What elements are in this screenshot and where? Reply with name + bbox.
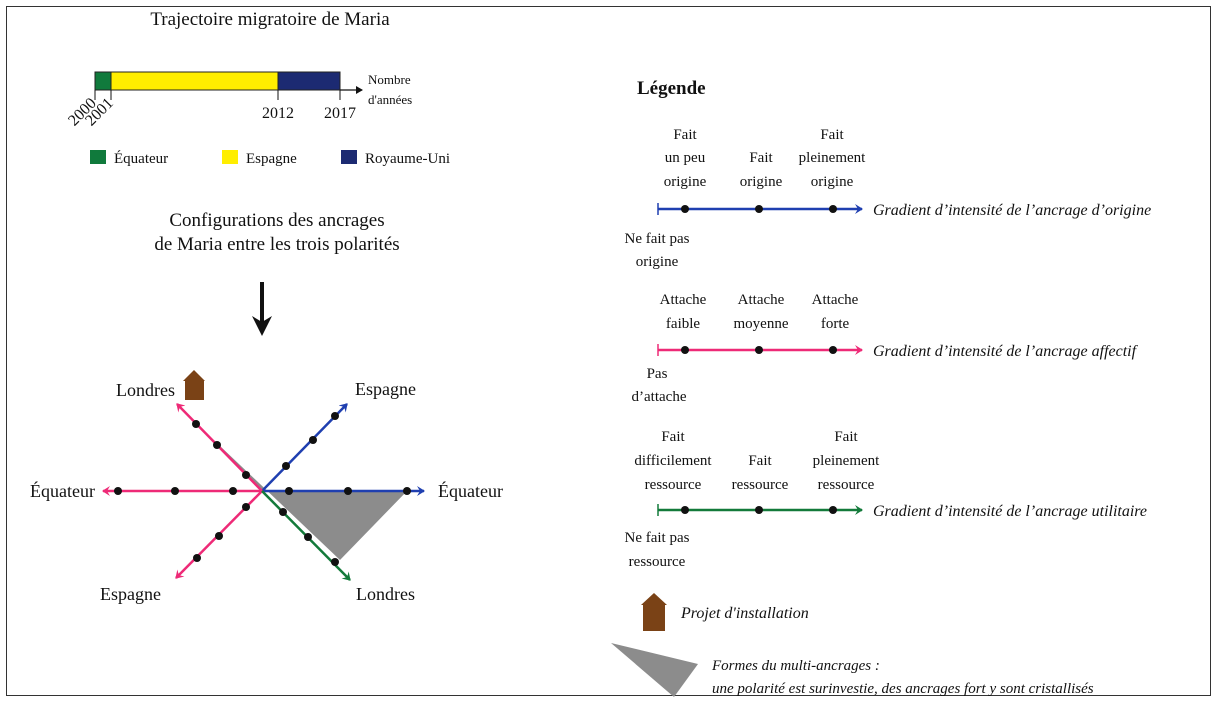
dot xyxy=(344,487,352,495)
dot xyxy=(285,487,293,495)
legend-label-royaume-uni: Royaume-Uni xyxy=(365,151,450,167)
multi-anchor-diagram xyxy=(102,370,425,581)
origine-label-3c: origine xyxy=(811,174,854,190)
figure-frame xyxy=(6,6,1211,696)
legend-swatch-equateur xyxy=(90,150,106,164)
utilitaire-label-start-a: Ne fait pas xyxy=(625,530,690,546)
legend-label-espagne: Espagne xyxy=(246,151,297,167)
dot xyxy=(304,533,312,541)
dot xyxy=(755,346,763,354)
affectif-label-1a: Attache xyxy=(660,292,707,308)
timeline-bar xyxy=(94,71,363,100)
dot xyxy=(171,487,179,495)
dot xyxy=(403,487,411,495)
dot xyxy=(755,506,763,514)
gradient-origine xyxy=(657,203,863,215)
origine-label-2a: Fait xyxy=(749,150,773,166)
dot xyxy=(681,346,689,354)
timeline-legend: Équateur Espagne Royaume-Uni xyxy=(90,150,450,167)
dot xyxy=(229,487,237,495)
dot xyxy=(829,506,837,514)
dot xyxy=(279,508,287,516)
dot xyxy=(242,503,250,511)
affectif-label-3a: Attache xyxy=(812,292,859,308)
affectif-label-2b: moyenne xyxy=(734,316,789,332)
gradient-utilitaire xyxy=(657,504,863,516)
origine-label-1c: origine xyxy=(664,174,707,190)
dot xyxy=(309,436,317,444)
dot xyxy=(829,346,837,354)
legend-swatch-espagne xyxy=(222,150,238,164)
origine-label-1a: Fait xyxy=(673,127,697,143)
origine-label-2b: origine xyxy=(740,174,783,190)
house-icon xyxy=(183,370,205,400)
utilitaire-caption: Gradient d’intensité de l’ancrage utilit… xyxy=(873,503,1147,520)
formes-label-line1: Formes du multi-ancrages : xyxy=(711,658,880,674)
dot xyxy=(215,532,223,540)
affectif-label-2a: Attache xyxy=(738,292,785,308)
dot xyxy=(681,205,689,213)
bar-segment-espagne xyxy=(110,71,279,91)
label-londres-top: Londres xyxy=(116,380,175,400)
origine-caption: Gradient d’intensité de l’ancrage d’orig… xyxy=(873,202,1151,219)
down-arrow xyxy=(252,282,272,336)
utilitaire-label-3a: Fait xyxy=(834,429,858,445)
utilitaire-label-1a: Fait xyxy=(661,429,685,445)
formes-label-line2: une polarité est surinvestie, des ancrag… xyxy=(712,681,1094,697)
year-2012: 2012 xyxy=(262,105,294,122)
projet-label: Projet d'installation xyxy=(680,605,809,622)
bar-segment-equateur xyxy=(94,71,112,91)
dot xyxy=(192,420,200,428)
origine-label-3a: Fait xyxy=(820,127,844,143)
label-espagne-top: Espagne xyxy=(355,379,416,399)
bar-segment-royaume-uni xyxy=(277,71,341,91)
axis-label-nombre: Nombre xyxy=(368,72,411,87)
affectif-label-start-a: Pas xyxy=(647,366,668,382)
dot xyxy=(282,462,290,470)
origine-label-start-a: Ne fait pas xyxy=(625,231,690,247)
dot xyxy=(242,471,250,479)
axis-label-annees: d'années xyxy=(368,92,412,107)
affectif-label-start-b: d’attache xyxy=(632,389,687,405)
legend-label-equateur: Équateur xyxy=(114,150,168,167)
year-2017: 2017 xyxy=(324,105,356,122)
origine-label-1b: un peu xyxy=(665,150,706,166)
utilitaire-label-2b: ressource xyxy=(732,477,789,493)
dot xyxy=(193,554,201,562)
dot xyxy=(755,205,763,213)
config-title-line2: de Maria entre les trois polarités xyxy=(154,234,399,255)
affectif-label-3b: forte xyxy=(821,316,850,332)
legend-title: Légende xyxy=(637,78,706,99)
utilitaire-label-2a: Fait xyxy=(748,453,772,469)
label-equateur-left: Équateur xyxy=(30,480,95,501)
gradient-affectif xyxy=(657,344,863,356)
origine-label-3b: pleinement xyxy=(799,150,866,166)
legend-swatch-royaume-uni xyxy=(341,150,357,164)
config-title-line1: Configurations des ancrages xyxy=(169,210,384,231)
utilitaire-label-3c: ressource xyxy=(818,477,875,493)
dot xyxy=(331,558,339,566)
label-equateur-right: Équateur xyxy=(438,480,503,501)
label-londres-bottom: Londres xyxy=(356,584,415,604)
axis-dots xyxy=(114,412,411,566)
affectif-caption: Gradient d’intensité de l’ancrage affect… xyxy=(873,343,1139,360)
multi-anchor-shape xyxy=(180,408,407,560)
timeline-title: Trajectoire migratoire de Maria xyxy=(150,9,390,30)
utilitaire-label-1b: difficilement xyxy=(634,453,712,469)
affectif-label-1b: faible xyxy=(666,316,700,332)
dot xyxy=(331,412,339,420)
dot xyxy=(114,487,122,495)
utilitaire-label-3b: pleinement xyxy=(813,453,880,469)
formes-shape-icon xyxy=(611,643,698,697)
dot xyxy=(681,506,689,514)
utilitaire-label-start-b: ressource xyxy=(629,554,686,570)
utilitaire-label-1c: ressource xyxy=(645,477,702,493)
dot xyxy=(213,441,221,449)
dot xyxy=(829,205,837,213)
label-espagne-bottom: Espagne xyxy=(100,584,161,604)
projet-house-icon xyxy=(641,593,667,631)
origine-label-start-b: origine xyxy=(636,254,679,270)
